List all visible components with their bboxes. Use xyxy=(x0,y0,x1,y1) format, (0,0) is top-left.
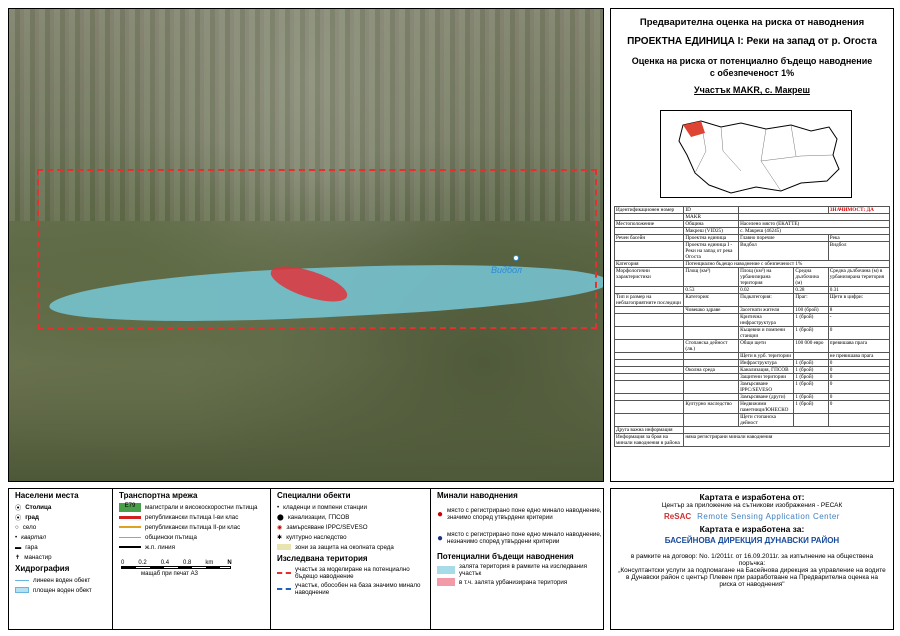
legend-item: ▬гара xyxy=(15,543,38,551)
assessment-subtitle: Оценка на риска от потенциално бъдещо на… xyxy=(631,56,873,78)
study-area-boundary xyxy=(37,169,597,329)
quarter-icon: • xyxy=(15,533,18,541)
urban-flood-icon xyxy=(437,578,455,586)
rail-icon xyxy=(119,546,141,548)
satellite-imagery xyxy=(9,9,603,222)
significant-flood-icon: ● xyxy=(437,508,444,520)
legend-settlements: Населени места ⦿Столица ⦿град ○село •ква… xyxy=(9,489,113,629)
credits-panel: Картата е изработена от: Център за прило… xyxy=(610,488,894,630)
line-water-icon xyxy=(15,579,29,581)
legend-item: ◉замърсяване IPPC/SEVESO xyxy=(277,523,368,531)
pollution-icon: ◉ xyxy=(277,523,283,531)
north-arrow-icon: N xyxy=(227,560,232,566)
legend-heading: Транспортна мрежа xyxy=(119,491,198,500)
motorway-icon: E79 xyxy=(119,502,141,512)
legend-item: ●място с регистрирано поне едно минало н… xyxy=(437,507,602,521)
resac-logo: ReSAC Remote Sensing Application Center xyxy=(664,512,840,521)
panel-title: Предварителна оценка на риска от наводне… xyxy=(639,17,865,28)
study-area-icon xyxy=(277,572,291,574)
legend-item: ✱културно наследство xyxy=(277,533,347,541)
legend-heading: Хидрография xyxy=(15,564,70,573)
bd-logo: БАСЕЙНОВА ДИРЕКЦИЯ ДУНАВСКИ РАЙОН xyxy=(664,536,840,545)
legend-floods: Минали наводнения ●място с регистрирано … xyxy=(431,489,605,629)
legend-heading: Потенциални бъдещи наводнения xyxy=(437,552,574,561)
legend-item: ●място с регистрирано поне едно минало н… xyxy=(437,531,602,545)
made-for-heading: Картата е изработена за: xyxy=(699,524,805,534)
capital-icon: ⦿ xyxy=(15,504,22,512)
insignificant-flood-icon: ● xyxy=(437,532,444,544)
legend-heading: Населени места xyxy=(15,491,79,500)
legend-item: •кладенци и помпени станции xyxy=(277,503,367,511)
legend-item: ⬤канализации, ГПСОВ xyxy=(277,513,350,521)
legend-item: общински пътища xyxy=(119,532,270,542)
river-label: Видбол xyxy=(491,265,522,275)
legend-item: •квартал xyxy=(15,533,47,541)
rep2-road-icon xyxy=(119,526,141,528)
past-area-icon xyxy=(277,588,291,590)
legend-item: ⦿град xyxy=(15,513,39,522)
town-icon: ⦿ xyxy=(15,514,22,522)
legend-item: републикански пътища II-ри клас xyxy=(119,522,270,532)
legend-heading: Минали наводнения xyxy=(437,491,518,500)
municipal-road-icon xyxy=(119,536,141,538)
legend-heading: Изследвана територия xyxy=(277,554,368,563)
made-by-heading: Картата е изработена от: xyxy=(699,492,805,502)
bulgaria-locator-map xyxy=(660,110,852,198)
sewage-icon: ⬤ xyxy=(277,513,284,521)
project-unit: ПРОЕКТНА ЕДИНИЦА I: Реки на запад от р. … xyxy=(627,36,877,47)
legend-item: ж.п. линия xyxy=(119,542,270,552)
legend-item: републикански пътища I-ви клас xyxy=(119,512,270,522)
legend-item: зони за защита на околната среда xyxy=(277,542,430,552)
legend-item: ✝манастир xyxy=(15,553,52,561)
map-frame[interactable]: Видбол xyxy=(8,8,604,482)
contract-text: в рамките на договор: No. 1/2011г. от 16… xyxy=(630,553,874,567)
area-water-icon xyxy=(15,587,29,593)
legend-item: залята територия в рамките на изследвани… xyxy=(437,563,605,577)
rep1-road-icon xyxy=(119,515,141,519)
legend-item: линеен воден обект xyxy=(15,575,112,585)
legend-item: в т.ч. залята урбанизирана територия xyxy=(437,577,605,587)
legend-item: ○село xyxy=(15,523,37,531)
well-icon: • xyxy=(277,503,280,511)
legend-item: площен воден обект xyxy=(15,585,112,595)
legend-item: ⦿Столица xyxy=(15,503,52,512)
made-by-text: Център за приложение на сътникови изобра… xyxy=(661,502,843,509)
monastery-icon: ✝ xyxy=(15,553,21,561)
legend-item: участък за моделиране на потенциално бъд… xyxy=(277,565,430,581)
heritage-icon: ✱ xyxy=(277,533,283,541)
flood-area-icon xyxy=(437,566,455,574)
village-icon: ○ xyxy=(15,523,19,531)
legend-item: участък, обособен на база значимо минало… xyxy=(277,581,430,597)
info-panel: Предварителна оценка на риска от наводне… xyxy=(610,8,894,482)
legend-heading: Специални обекти xyxy=(277,491,351,500)
village-marker xyxy=(513,255,519,261)
bulgaria-outline xyxy=(678,120,840,194)
legend-panel: Населени места ⦿Столица ⦿град ○село •ква… xyxy=(8,488,604,630)
legend-special: Специални обекти •кладенци и помпени ста… xyxy=(271,489,431,629)
protected-zone-icon xyxy=(277,544,291,550)
section-name: Участък MAKR, с. Макреш xyxy=(694,85,810,95)
project-text: „Консултантски услуги за подпомагане на … xyxy=(618,567,886,588)
station-icon: ▬ xyxy=(15,543,22,551)
